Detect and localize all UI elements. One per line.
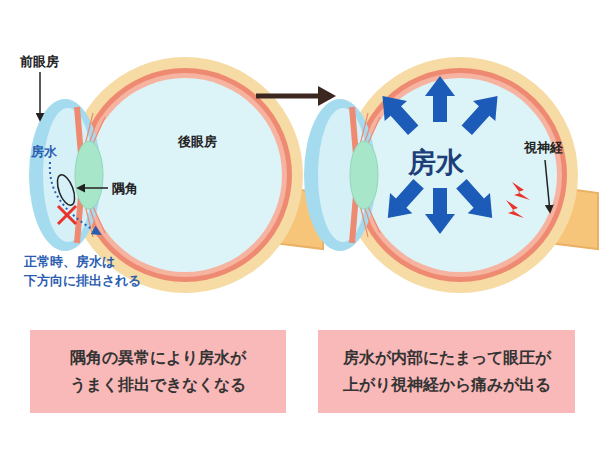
- right-eye: [304, 57, 598, 293]
- block-mark: [58, 206, 76, 224]
- pressure-arrow: [371, 86, 424, 140]
- leader-arrow: [78, 187, 108, 189]
- part-name: 後眼房: [178, 132, 258, 152]
- pressure-arrow: [450, 174, 503, 228]
- transition-arrow: [256, 94, 320, 99]
- caption-text: 隅角の異常により房水が うまく排出できなくなる: [30, 345, 286, 398]
- caption-text: 房水が内部にたまって眼圧が 上がり視神経から痛みが出る: [318, 345, 575, 398]
- caption-box: 隅角の異常により房水が うまく排出できなくなる: [30, 330, 286, 413]
- block-mark: [58, 206, 76, 224]
- part-name: 房水: [408, 141, 488, 184]
- leader-arrow: [545, 160, 550, 212]
- transition-arrow-head: [318, 86, 336, 106]
- part-name: 房水: [31, 142, 91, 162]
- part-name: 前眼房: [20, 52, 100, 72]
- part-name: 隅角: [112, 179, 172, 199]
- pain-bolt: [512, 182, 530, 200]
- pressure-arrow: [456, 86, 509, 140]
- note-text: 正常時、房水は 下方向に排出される: [24, 252, 164, 291]
- flow-arrow: [50, 162, 100, 234]
- pressure-arrow: [425, 188, 455, 234]
- caption-box: 房水が内部にたまって眼圧が 上がり視神経から痛みが出る: [318, 330, 575, 413]
- leader-arrow: [39, 72, 41, 120]
- pressure-arrow: [425, 76, 455, 122]
- pressure-arrow: [377, 174, 430, 228]
- part-name: 視神経: [524, 138, 594, 158]
- pain-bolt: [506, 200, 524, 218]
- angle-circle: [54, 173, 78, 208]
